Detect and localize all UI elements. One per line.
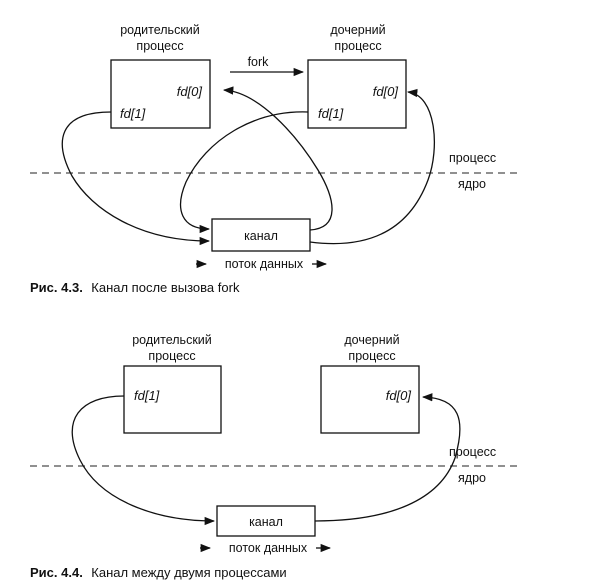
parent-fd1-label: fd[1] [134, 388, 160, 403]
figure-caption: Рис. 4.3. Канал после вызова fork [30, 279, 240, 296]
caption-text: Канал между двумя процессами [91, 565, 286, 580]
child-read-path [309, 88, 436, 245]
parent-process-box [123, 365, 222, 434]
pipe-box [211, 218, 311, 252]
child-fd0-label: fd[0] [386, 388, 412, 403]
child-read-path [314, 393, 461, 522]
pipe-label: канал [249, 515, 283, 529]
flow-label: поток данных [229, 541, 308, 555]
child-process-box [307, 59, 407, 129]
user-space-label: процесс [449, 445, 496, 459]
flow-label: поток данных [225, 257, 304, 271]
child-process-label-line1: дочерний [330, 23, 385, 37]
parent-process-box [110, 59, 211, 129]
caption-number: Рис. 4.4. [30, 565, 83, 580]
parent-read-path [222, 86, 333, 231]
child-fd0-label: fd[0] [373, 84, 399, 99]
pipe-label: канал [244, 229, 278, 243]
child-fd1-label: fd[1] [318, 106, 344, 121]
figure-4-3: родительский процесс дочерний процесс fd… [30, 23, 520, 296]
caption-text: Канал после вызова fork [91, 280, 240, 295]
user-space-label: процесс [449, 151, 496, 165]
parent-fd1-label: fd[1] [120, 106, 146, 121]
pipe-box [216, 505, 316, 537]
kernel-space-label: ядро [458, 471, 486, 485]
caption-number: Рис. 4.3. [30, 280, 83, 295]
parent-process-label-line2: процесс [136, 39, 183, 53]
parent-process-label-line1: родительский [120, 23, 200, 37]
parent-process-label-line2: процесс [148, 349, 195, 363]
child-write-path [179, 111, 309, 234]
figure-4-4: родительский процесс дочерний процесс fd… [30, 333, 520, 581]
parent-process-label-line1: родительский [132, 333, 212, 347]
child-process-label-line1: дочерний [344, 333, 399, 347]
kernel-space-label: ядро [458, 177, 486, 191]
parent-write-path [71, 395, 216, 526]
parent-write-path [61, 111, 211, 246]
fork-label: fork [248, 55, 270, 69]
child-process-box [320, 365, 420, 434]
child-process-label-line2: процесс [348, 349, 395, 363]
parent-fd0-label: fd[0] [177, 84, 203, 99]
figure-caption: Рис. 4.4. Канал между двумя процессами [30, 564, 287, 581]
child-process-label-line2: процесс [334, 39, 381, 53]
